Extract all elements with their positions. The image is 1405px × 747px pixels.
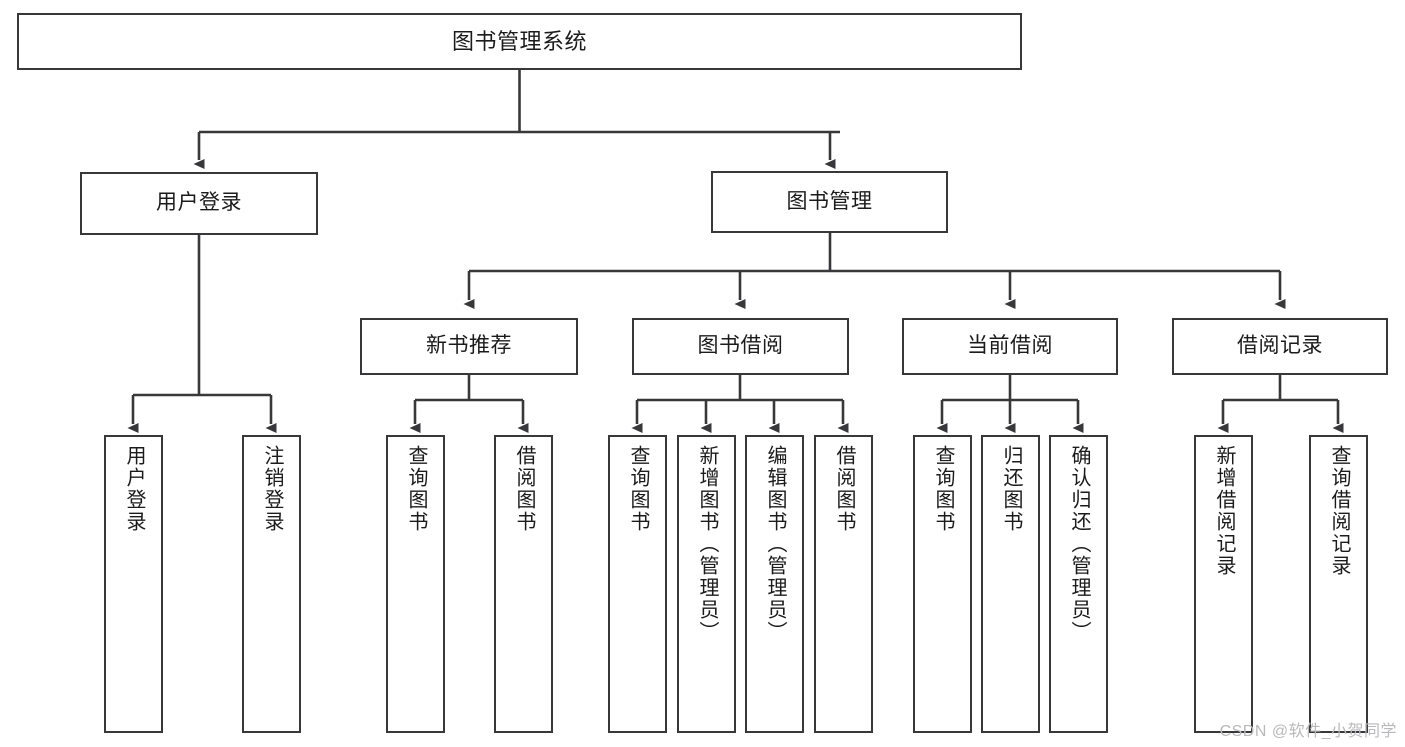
leaf-logout-login[interactable]: 注销登录 [242, 435, 301, 733]
leaf-confirm-return-admin[interactable]: 确认归还（管理员） [1049, 435, 1108, 733]
node-user-login[interactable]: 用户登录 [80, 172, 318, 235]
node-label: 查询借阅记录 [1328, 445, 1350, 577]
leaf-query-book-current[interactable]: 查询图书 [913, 435, 972, 733]
node-label: 当前借阅 [967, 334, 1053, 358]
node-book-borrow[interactable]: 图书借阅 [632, 318, 849, 375]
leaf-add-borrow-record[interactable]: 新增借阅记录 [1194, 435, 1253, 733]
leaf-add-book-admin[interactable]: 新增图书（管理员） [677, 435, 736, 733]
node-label: 新增图书（管理员） [696, 445, 718, 643]
node-label: 用户登录 [123, 445, 145, 533]
node-root-system[interactable]: 图书管理系统 [17, 13, 1022, 70]
leaf-return-book[interactable]: 归还图书 [981, 435, 1040, 733]
leaf-query-book-borrow[interactable]: 查询图书 [608, 435, 667, 733]
node-label: 查询图书 [405, 445, 427, 533]
node-label: 确认归还（管理员） [1068, 445, 1090, 643]
node-label: 用户登录 [156, 191, 242, 215]
leaf-borrow-book-recommend[interactable]: 借阅图书 [494, 435, 553, 733]
node-label: 图书管理 [786, 189, 873, 213]
leaf-query-book-recommend[interactable]: 查询图书 [386, 435, 445, 733]
leaf-borrow-book[interactable]: 借阅图书 [814, 435, 873, 733]
node-label: 新书推荐 [426, 334, 512, 358]
node-label: 归还图书 [1000, 445, 1022, 533]
node-label: 新增借阅记录 [1213, 445, 1235, 577]
node-new-book-recommend[interactable]: 新书推荐 [360, 318, 578, 375]
node-label: 借阅记录 [1237, 334, 1323, 358]
node-book-manage[interactable]: 图书管理 [711, 171, 948, 233]
node-label: 编辑图书（管理员） [764, 445, 786, 643]
node-label: 图书借阅 [697, 334, 784, 358]
node-label: 借阅图书 [833, 445, 855, 533]
leaf-user-login[interactable]: 用户登录 [104, 435, 163, 733]
leaf-query-borrow-record[interactable]: 查询借阅记录 [1309, 435, 1368, 733]
node-borrow-record[interactable]: 借阅记录 [1172, 318, 1388, 375]
node-label: 查询图书 [627, 445, 649, 533]
node-label: 借阅图书 [513, 445, 535, 533]
node-label: 注销登录 [261, 445, 283, 533]
node-label: 查询图书 [932, 445, 954, 533]
node-label: 图书管理系统 [451, 28, 587, 54]
node-current-borrow[interactable]: 当前借阅 [902, 318, 1118, 375]
leaf-edit-book-admin[interactable]: 编辑图书（管理员） [745, 435, 804, 733]
